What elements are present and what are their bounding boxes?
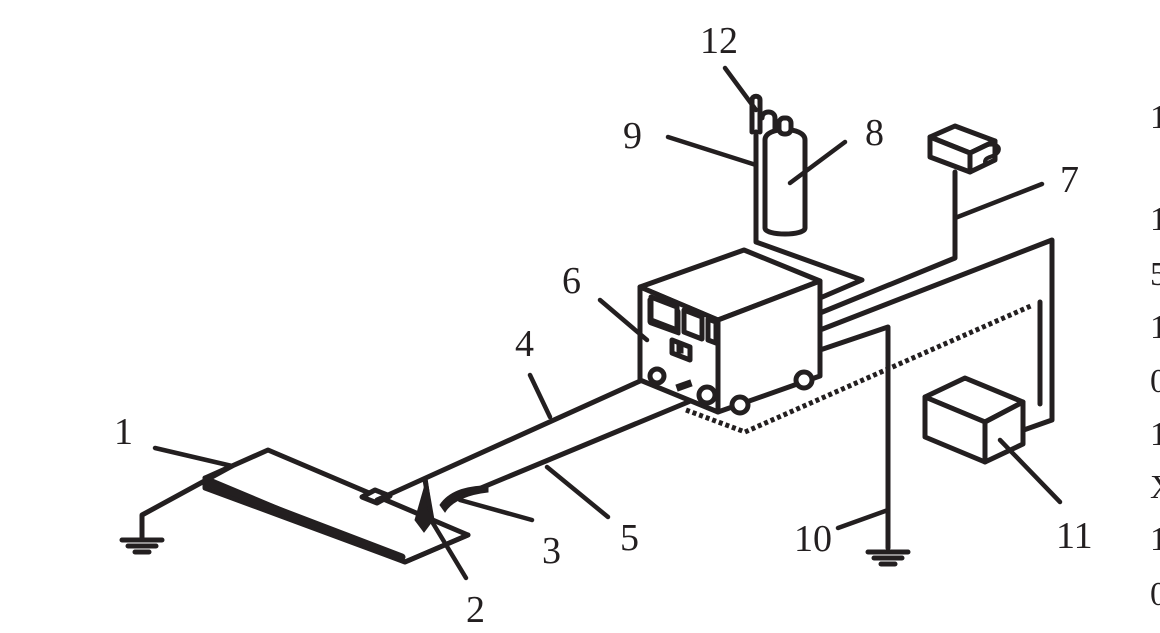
callout-10: 10 [794, 518, 832, 560]
callout-12: 12 [700, 20, 738, 62]
gas-regulator [749, 93, 778, 135]
control-cable-7 [817, 169, 958, 316]
edge-glyph: 1 [1150, 521, 1160, 558]
edge-glyph: X [1150, 469, 1160, 506]
callout-6: 6 [562, 260, 581, 302]
leader-12 [722, 65, 759, 113]
edge-glyph: 0 [1150, 363, 1160, 400]
power-ground [817, 324, 911, 567]
callout-8: 8 [865, 112, 884, 154]
leader-8 [787, 139, 848, 186]
remote-control-box [927, 123, 1001, 175]
workpiece-ground [119, 463, 235, 555]
edge-glyph: 1 [1150, 309, 1160, 346]
callout-2: 2 [466, 589, 485, 631]
cooling-unit-cable [817, 237, 1055, 435]
leader-lines [152, 65, 1063, 581]
edge-glyph: 1 [1150, 201, 1160, 238]
leader-6 [597, 297, 650, 343]
edge-glyph: 1 [1150, 99, 1160, 136]
leader-1 [152, 445, 235, 469]
callout-9: 9 [623, 115, 642, 157]
leader-10 [835, 507, 891, 531]
leader-9 [665, 134, 759, 168]
callout-11: 11 [1056, 515, 1093, 557]
gas-hose-9 [753, 129, 865, 301]
edge-glyph: 1 [1150, 416, 1160, 453]
callout-4: 4 [515, 323, 534, 365]
callout-labels: 1 2 3 4 5 6 7 8 9 10 11 12 [114, 20, 1093, 631]
leader-4 [527, 372, 553, 420]
cooling-unit [922, 375, 1026, 465]
callout-5: 5 [620, 517, 639, 559]
power-source [637, 247, 823, 416]
callout-1: 1 [114, 411, 133, 453]
leader-5 [544, 464, 611, 520]
callout-7: 7 [1060, 159, 1079, 201]
leader-2 [422, 507, 469, 581]
edge-glyph: 0 [1150, 576, 1160, 613]
leader-11 [997, 437, 1063, 505]
leader-7 [952, 181, 1045, 221]
cable-4 [374, 369, 663, 503]
cable-5 [449, 392, 708, 503]
callout-3: 3 [542, 530, 561, 572]
leader-3 [457, 497, 535, 523]
right-edge-text: 1 1 5 1 0 1 X 1 0 [1150, 99, 1160, 613]
edge-glyph: 5 [1150, 256, 1160, 293]
